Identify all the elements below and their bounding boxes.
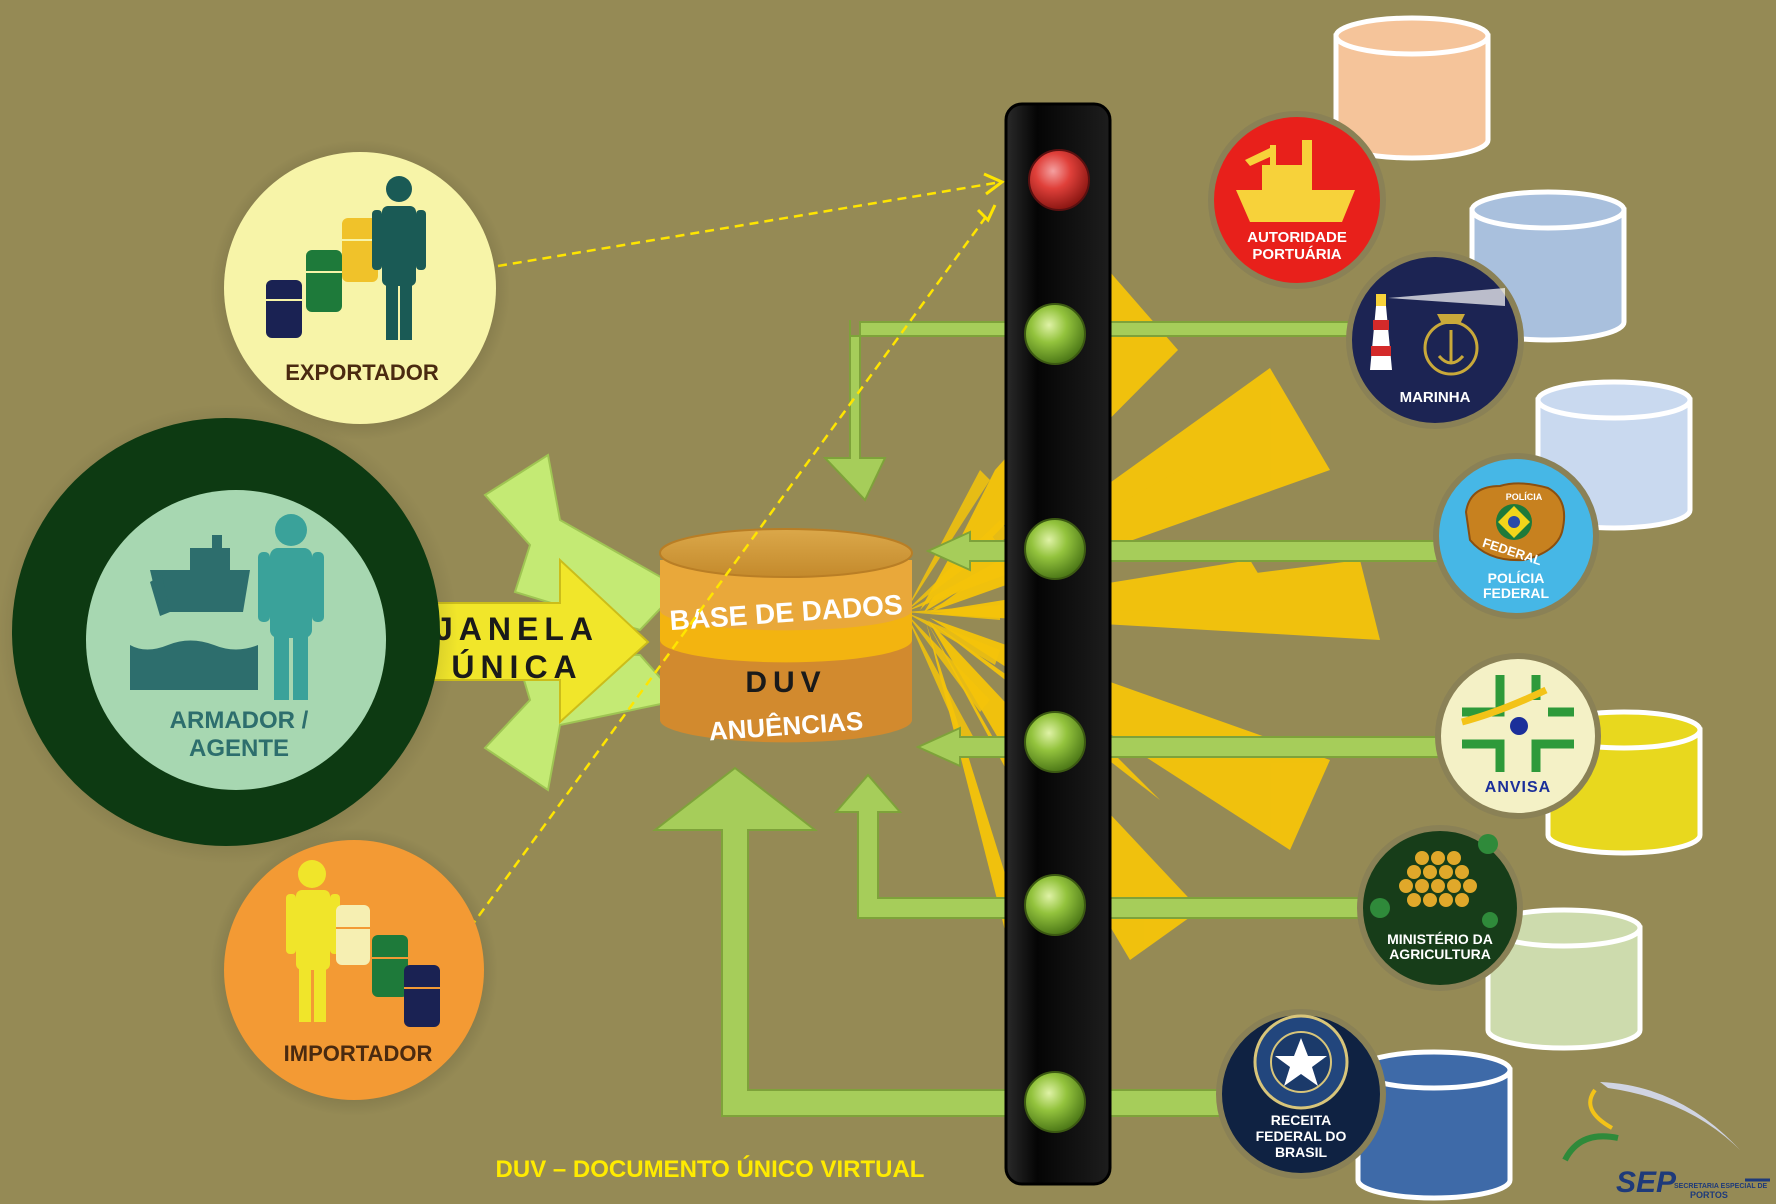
agencies-agricultura-line2: AGRICULTURA — [1389, 946, 1491, 962]
actor-armador-agente: ARMADOR / AGENTE — [0, 404, 458, 864]
actor-importador: IMPORTADOR — [210, 828, 498, 1116]
sep-subtitle-2: PORTOS — [1690, 1190, 1728, 1200]
barrels-icon — [336, 905, 440, 1027]
badge-receita-federal: RECEITA FEDERAL DO BRASIL — [1216, 1009, 1386, 1179]
connector-arrowheads — [976, 172, 1005, 223]
sep-logo: SEP SECRETARIA ESPECIAL DE PORTOS — [1562, 1082, 1770, 1200]
janela-unica-arrow: JANELA ÚNICA — [429, 557, 650, 725]
signal-bar — [1004, 102, 1112, 1186]
actors-armador-line1: ARMADOR / — [170, 707, 309, 734]
light-green — [1024, 518, 1086, 580]
light-green — [1024, 711, 1086, 773]
badge-policia-federal: POLÍCIA FEDERAL POLÍCIA FEDERAL — [1433, 453, 1599, 619]
importador-connector — [468, 217, 987, 929]
agencies-receita-line1: RECEITA — [1271, 1112, 1331, 1128]
person-icon — [258, 514, 324, 700]
badge-anvisa: ANVISA — [1435, 653, 1601, 819]
anvisa-cross-icon — [1461, 675, 1574, 772]
exportador-connector — [497, 181, 996, 268]
actor-exportador: EXPORTADOR — [210, 140, 510, 440]
agencies-anvisa: ANVISA — [1485, 779, 1551, 796]
agency-databases — [1333, 15, 1703, 1201]
badge-ministerio-agricultura: MINISTÉRIO DA AGRICULTURA — [1357, 825, 1523, 991]
badge-autoridade-portuaria: AUTORIDADE PORTUÁRIA — [1208, 111, 1386, 289]
sep-subtitle: SECRETARIA ESPECIAL DE — [1674, 1183, 1768, 1190]
agencies-agricultura-line1: MINISTÉRIO DA — [1387, 931, 1493, 947]
agencies-autoridade-line2: PORTUÁRIA — [1252, 246, 1341, 263]
agencies-receita-line3: BRASIL — [1275, 1144, 1328, 1160]
receita-seal-icon — [1253, 1014, 1349, 1110]
starburst-rays — [920, 272, 1380, 985]
footer-caption: DUV – DOCUMENTO ÚNICO VIRTUAL — [496, 1155, 925, 1183]
ship-port-icon — [130, 535, 258, 690]
navy-emblem-icon — [1423, 314, 1479, 376]
agencies-policia-line1: POLÍCIA — [1488, 570, 1545, 586]
agencies-policia-line2: FEDERAL — [1483, 585, 1550, 601]
database-middle-label: DUV — [745, 666, 826, 699]
person-icon — [372, 176, 426, 340]
unica-label: ÚNICA — [451, 649, 582, 685]
grain-cluster-icon — [1399, 851, 1477, 907]
light-green — [1024, 874, 1086, 936]
light-green — [1024, 303, 1086, 365]
leaf-icon — [1370, 834, 1498, 928]
duv-database: BASE DE DADOS DUV ANUÊNCIAS — [659, 528, 913, 746]
person-icon — [286, 860, 340, 1022]
barrels-icon — [266, 218, 378, 338]
importador-label: IMPORTADOR — [284, 1041, 433, 1066]
arrows-to-armador — [483, 453, 682, 792]
police-badge-icon: POLÍCIA FEDERAL — [1464, 482, 1566, 568]
agencies-marinha: MARINHA — [1400, 389, 1471, 406]
janela-label: JANELA — [435, 611, 599, 647]
arrow-marinha — [822, 320, 1381, 502]
light-green — [1024, 1071, 1086, 1133]
arrow-agricultura — [833, 773, 1381, 919]
police-badge-top: POLÍCIA — [1506, 492, 1543, 502]
agencies-autoridade-line1: AUTORIDADE — [1247, 229, 1347, 246]
light-red — [1028, 149, 1090, 211]
sep-wordmark: SEP — [1616, 1166, 1677, 1199]
arrow-receita — [652, 766, 1261, 1117]
badge-marinha: MARINHA — [1346, 251, 1524, 429]
lighthouse-icon — [1370, 288, 1505, 370]
exportador-label: EXPORTADOR — [285, 360, 439, 385]
agencies-receita-line2: FEDERAL DO — [1256, 1128, 1347, 1144]
ship-icon — [1236, 140, 1355, 222]
actors-armador-line2: AGENTE — [189, 735, 289, 762]
dashed-connectors — [468, 181, 996, 929]
